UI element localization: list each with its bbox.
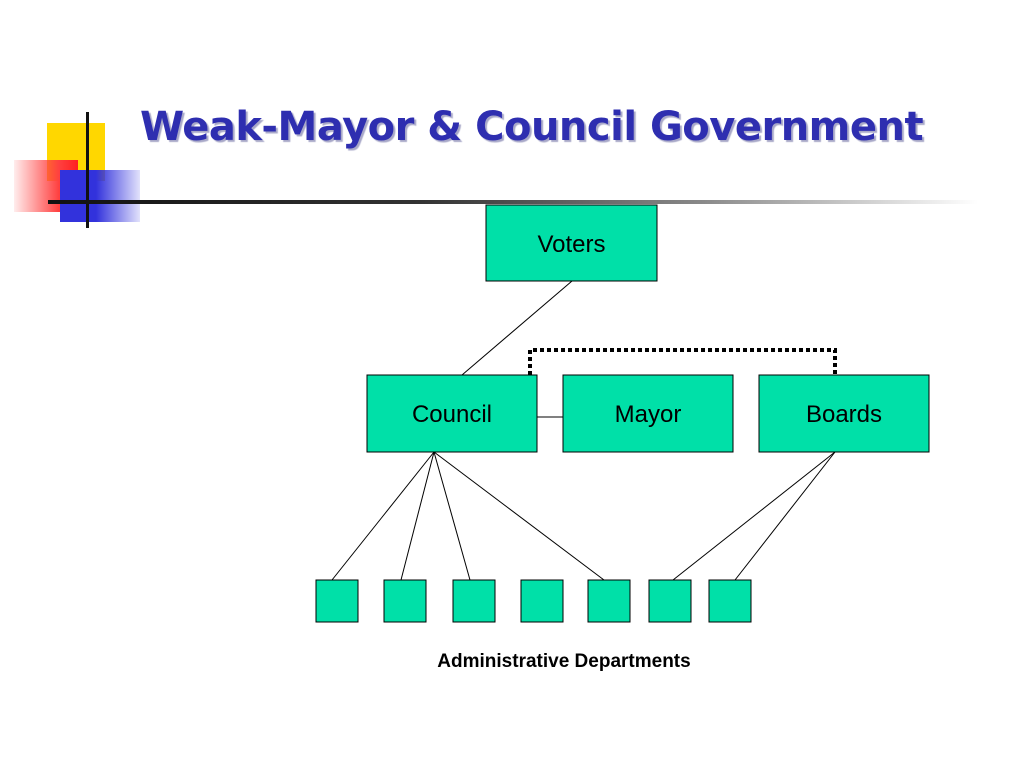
edge-boards-dept-6 (672, 451, 836, 581)
department-box-7 (708, 579, 752, 623)
node-voters-label: Voters (537, 231, 605, 258)
edge-boards-dept-7 (734, 451, 836, 581)
department-box-6 (648, 579, 692, 623)
department-box-5 (587, 579, 631, 623)
edge-voters-council (461, 280, 573, 376)
node-mayor-label: Mayor (615, 401, 682, 428)
departments-caption: Administrative Departments (437, 651, 690, 672)
edge-council-dept-5 (433, 451, 605, 581)
edge-council-dept-2 (400, 451, 435, 581)
node-council: Council (366, 374, 538, 453)
slide-logo (0, 0, 150, 240)
department-box-2 (383, 579, 427, 623)
department-box-3 (452, 579, 496, 623)
edge-council-dept-3 (433, 451, 471, 581)
administrative-departments (315, 579, 752, 623)
connector-lines (331, 280, 837, 581)
edge-council-dept-1 (331, 451, 435, 581)
node-boards-label: Boards (806, 401, 882, 428)
title-underline (48, 200, 978, 204)
edge-council-boards-dotted (528, 348, 837, 375)
node-council-label: Council (412, 401, 492, 428)
logo-vertical-line (86, 112, 89, 228)
department-box-4 (520, 579, 564, 623)
node-mayor: Mayor (562, 374, 734, 453)
logo-blue-square (60, 170, 140, 222)
node-boards: Boards (758, 374, 930, 453)
node-voters: Voters (485, 204, 658, 282)
department-box-1 (315, 579, 359, 623)
slide-title: Weak-Mayor & Council Government (140, 104, 924, 150)
